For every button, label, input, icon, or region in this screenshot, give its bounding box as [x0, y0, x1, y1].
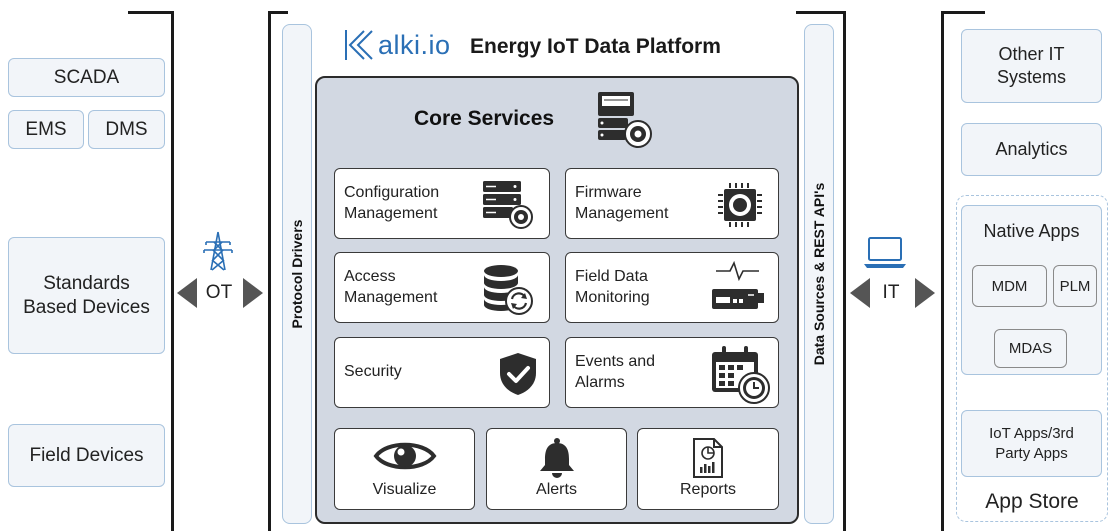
platform-left-bracket	[268, 11, 288, 531]
other-it-line2: Systems	[996, 67, 1066, 87]
core-services-title-text: Core Services	[414, 107, 555, 130]
standards-label-line2: Based Devices	[23, 296, 150, 318]
dms-label: DMS	[105, 118, 148, 140]
it-text: IT	[882, 282, 900, 303]
other-it-line1: Other IT	[998, 43, 1065, 64]
calendar-clock-icon	[710, 344, 772, 411]
field-data-label-line1: Field Data	[575, 267, 648, 285]
data-sources-label: Data Sources & REST API's	[811, 182, 827, 366]
configuration-management-card: Configuration Management	[334, 168, 550, 239]
platform-title-text: Energy IoT Data Platform	[470, 35, 721, 58]
it-arrow-left-icon	[850, 278, 870, 313]
left-bracket	[128, 11, 174, 531]
config-label-line2: Management	[344, 204, 438, 222]
protocol-drivers-bar: Protocol Drivers	[282, 24, 312, 524]
events-label-line1: Events and	[575, 352, 656, 370]
standards-label-line1: Standards	[43, 272, 130, 294]
server-gear-icon	[481, 179, 537, 236]
mdm-label: MDM	[991, 277, 1028, 295]
logo-text: alki.io	[378, 30, 451, 61]
mdm-chip: MDM	[972, 265, 1047, 307]
core-services-title: Core Services	[414, 107, 554, 131]
report-icon	[691, 437, 725, 484]
firmware-management-card: Firmware Management	[565, 168, 779, 239]
dms-box: DMS	[88, 110, 165, 149]
right-bracket	[941, 11, 985, 531]
iot-apps-line2: Party Apps	[995, 444, 1068, 462]
ot-arrow-right-icon	[243, 278, 263, 313]
kalki-logo-icon	[338, 28, 378, 67]
plm-label: PLM	[1059, 277, 1091, 295]
chip-icon	[714, 179, 766, 236]
scada-box: SCADA	[8, 58, 165, 97]
native-apps-label: Native Apps	[983, 221, 1080, 241]
security-card: Security	[334, 337, 550, 408]
other-it-systems-box: Other IT Systems	[961, 29, 1102, 103]
ot-text: OT	[205, 282, 233, 303]
laptop-icon	[862, 236, 908, 275]
analytics-box: Analytics	[961, 123, 1102, 176]
mdas-label: MDAS	[1008, 340, 1053, 357]
visualize-card: Visualize	[334, 428, 475, 510]
events-alarms-card: Events and Alarms	[565, 337, 779, 408]
it-label: IT	[871, 279, 911, 307]
eye-icon	[373, 437, 437, 480]
shield-check-icon	[497, 351, 539, 402]
ems-label: EMS	[25, 118, 67, 140]
protocol-drivers-label: Protocol Drivers	[289, 219, 305, 329]
transmission-tower-icon	[202, 230, 234, 277]
firmware-label-line2: Management	[575, 204, 669, 222]
alerts-label: Alerts	[536, 481, 577, 498]
core-services-icon	[596, 90, 656, 155]
bell-icon	[537, 437, 577, 484]
access-label-line2: Management	[344, 288, 438, 306]
analytics-label: Analytics	[995, 138, 1068, 159]
reports-label: Reports	[679, 481, 737, 498]
scada-label: SCADA	[53, 66, 120, 88]
ems-box: EMS	[8, 110, 84, 149]
access-label-line1: Access	[344, 267, 396, 285]
app-store-text: App Store	[985, 490, 1079, 513]
logo-text-value: alki.io	[378, 30, 451, 60]
reports-card: Reports	[637, 428, 779, 510]
firmware-label-line1: Firmware	[575, 183, 642, 201]
field-devices-label: Field Devices	[29, 444, 144, 466]
plm-chip: PLM	[1053, 265, 1097, 307]
mdas-chip: MDAS	[994, 329, 1067, 368]
database-sync-icon	[481, 263, 537, 322]
ot-arrow-left-icon	[177, 278, 197, 313]
visualize-label: Visualize	[372, 481, 437, 498]
platform-right-bracket	[796, 11, 846, 531]
iot-apps-box: IoT Apps/3rd Party Apps	[961, 410, 1102, 477]
alerts-card: Alerts	[486, 428, 627, 510]
iot-apps-line1: IoT Apps/3rd	[989, 425, 1074, 442]
app-store-group	[956, 195, 1108, 522]
platform-title: Energy IoT Data Platform	[470, 35, 721, 59]
it-arrow-right-icon	[915, 278, 935, 313]
config-label-line1: Configuration	[344, 183, 440, 201]
field-data-label-line2: Monitoring	[575, 288, 650, 306]
security-label: Security	[344, 363, 402, 381]
app-store-label: App Store	[956, 488, 1108, 516]
field-data-monitoring-card: Field Data Monitoring	[565, 252, 779, 323]
ot-label: OT	[199, 279, 239, 307]
standards-devices-box: Standards Based Devices	[8, 237, 165, 354]
field-devices-box: Field Devices	[8, 424, 165, 487]
events-label-line2: Alarms	[575, 373, 625, 391]
access-management-card: Access Management	[334, 252, 550, 323]
data-sources-bar: Data Sources & REST API's	[804, 24, 834, 524]
meter-pulse-icon	[706, 260, 768, 322]
